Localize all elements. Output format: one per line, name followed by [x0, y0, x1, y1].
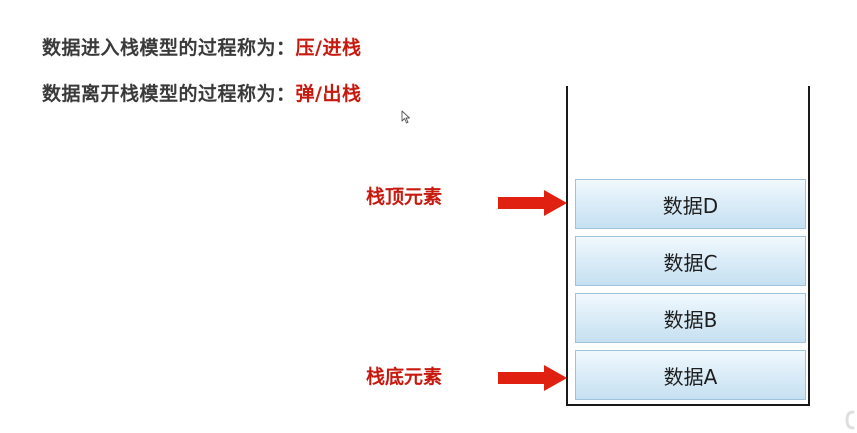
- pop-definition-line: 数据离开栈模型的过程称为：弹/出栈: [42, 79, 361, 106]
- stack-cell-b: 数据B: [575, 293, 806, 343]
- push-definition-line: 数据进入栈模型的过程称为：压/进栈: [42, 33, 361, 60]
- stack-top-label: 栈顶元素: [366, 186, 443, 208]
- stack-container: [566, 86, 810, 406]
- push-definition-text: 数据进入栈模型的过程称为：: [42, 37, 296, 59]
- mouse-cursor-icon: [401, 110, 410, 124]
- pop-definition-text: 数据离开栈模型的过程称为：: [42, 83, 296, 105]
- stack-bottom-label: 栈底元素: [366, 366, 443, 388]
- stack-top-arrow-icon: [498, 190, 567, 216]
- stack-cell-a: 数据A: [575, 350, 806, 400]
- stack-bottom-arrow-icon: [498, 365, 567, 391]
- push-term: 压/进栈: [295, 37, 362, 59]
- pop-term: 弹/出栈: [295, 83, 362, 105]
- stack-cell-c: 数据C: [575, 236, 806, 286]
- corner-bracket-icon: [845, 410, 855, 430]
- stack-cell-d: 数据D: [575, 179, 806, 229]
